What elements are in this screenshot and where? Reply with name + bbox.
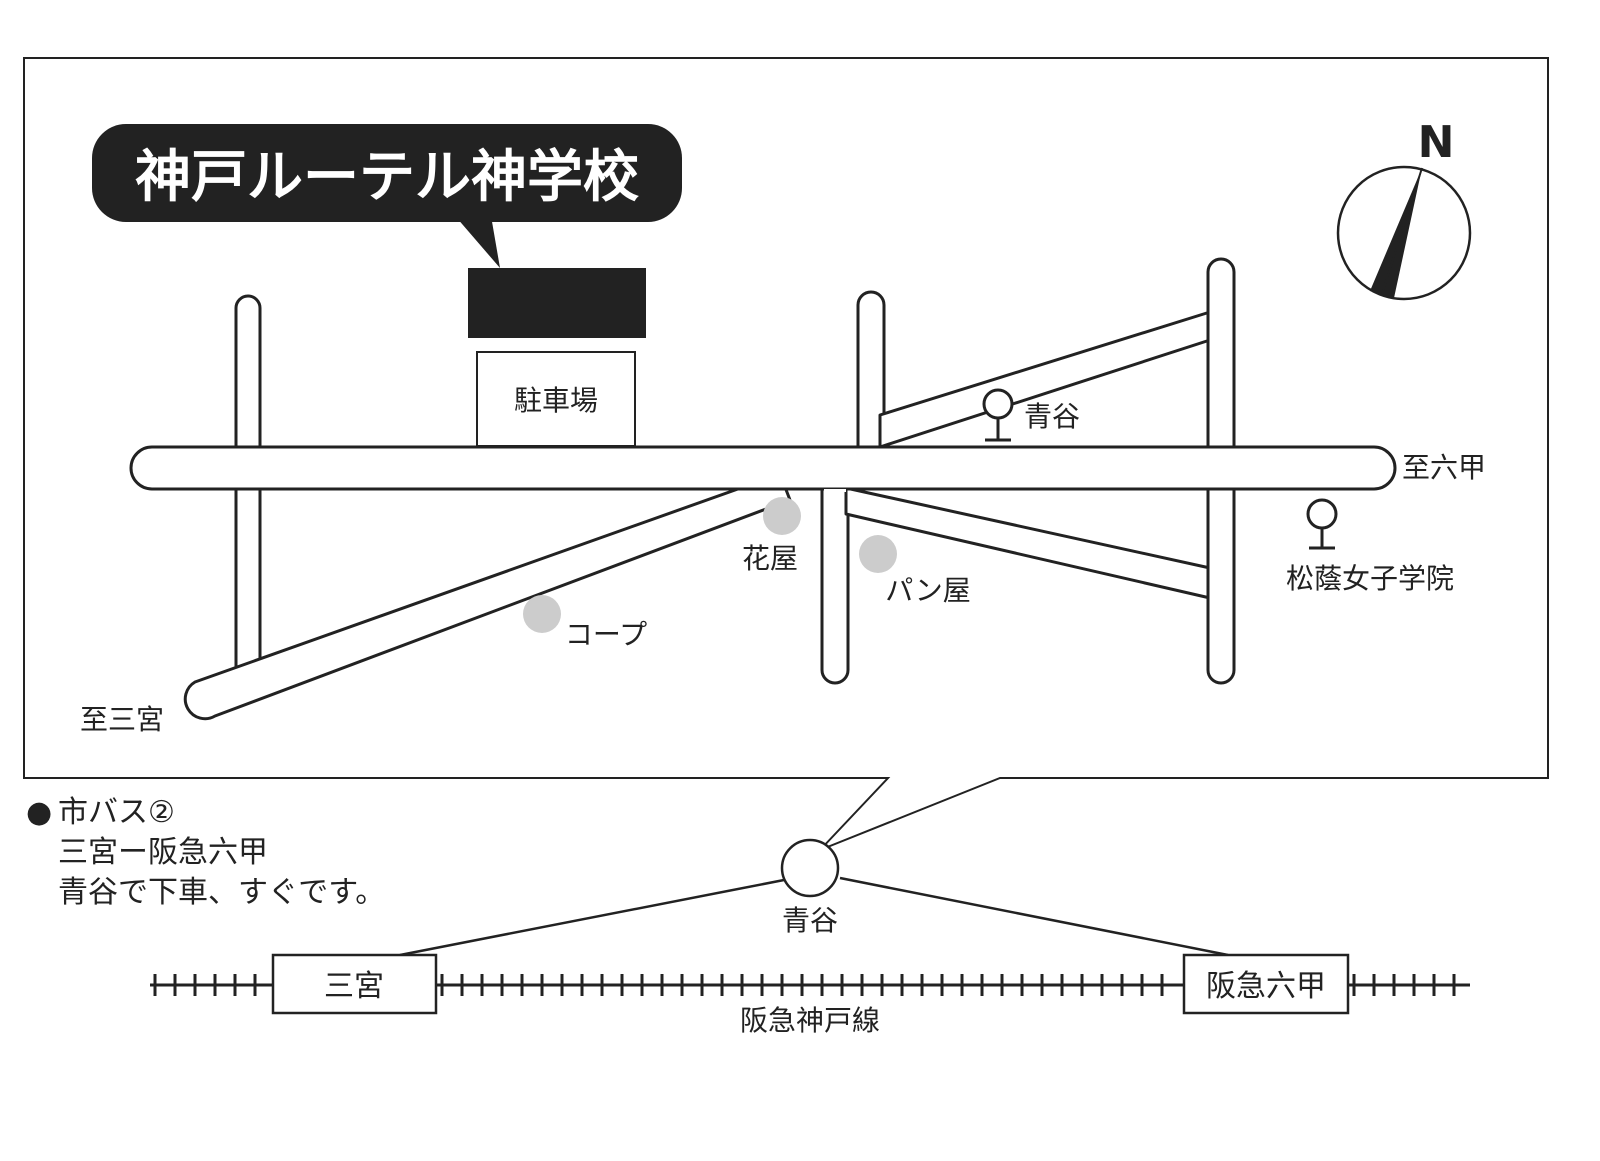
direction-rokko: 至六甲 — [1402, 451, 1486, 484]
rail-ticks — [153, 974, 1456, 996]
station-box-sannomiya — [271, 953, 438, 1015]
road-diagonal-sannomiya — [183, 472, 792, 721]
north-label: N — [1418, 117, 1455, 168]
north-compass: N — [1336, 117, 1472, 301]
coop-label: コープ — [565, 618, 647, 651]
access-instruction: 青谷で下車、すぐです。 — [58, 875, 385, 910]
road-main-horizontal — [129, 445, 1397, 491]
bus-stop-aotani: 青谷 — [982, 388, 1080, 442]
station-box-rokko — [1182, 953, 1350, 1015]
coop-marker — [523, 595, 561, 633]
flower-shop-label: 花屋 — [742, 542, 798, 575]
road-middle-vertical — [856, 290, 886, 472]
station-sannomiya: 三宮 — [324, 969, 384, 1004]
railway-line: 三宮 阪急六甲 阪急神戸線 — [150, 953, 1470, 1037]
access-bus-line: 市バス② — [58, 795, 175, 830]
access-route: 三宮ー阪急六甲 — [58, 835, 268, 870]
parking-lot — [476, 351, 636, 447]
road-network — [129, 257, 1397, 721]
parking-label: 駐車場 — [514, 384, 598, 417]
school-building — [468, 268, 646, 338]
school-title-balloon: 神戸ルーテル神学校 — [92, 124, 682, 268]
flower-shop-marker — [763, 497, 801, 535]
bus-stop-shoin: 松蔭女子学院 — [1286, 498, 1454, 595]
school-title: 神戸ルーテル神学校 — [135, 145, 639, 210]
direction-sannomiya: 至三宮 — [80, 703, 164, 736]
bakery-label: パン屋 — [885, 574, 970, 607]
aotani-stop-circle — [780, 838, 840, 898]
aotani-stop-label: 青谷 — [782, 904, 838, 937]
bus-stop-shoin-label: 松蔭女子学院 — [1286, 562, 1454, 595]
access-info: ● 市バス② 三宮ー阪急六甲 青谷で下車、すぐです。 — [26, 795, 385, 910]
rail-line-name: 阪急神戸線 — [740, 1004, 880, 1037]
station-hankyu-rokko: 阪急六甲 — [1206, 969, 1326, 1004]
bakery-marker — [859, 535, 897, 573]
access-bullet: ● — [26, 795, 52, 830]
bus-stop-aotani-label: 青谷 — [1024, 400, 1080, 433]
road-lower-vertical — [820, 478, 850, 685]
